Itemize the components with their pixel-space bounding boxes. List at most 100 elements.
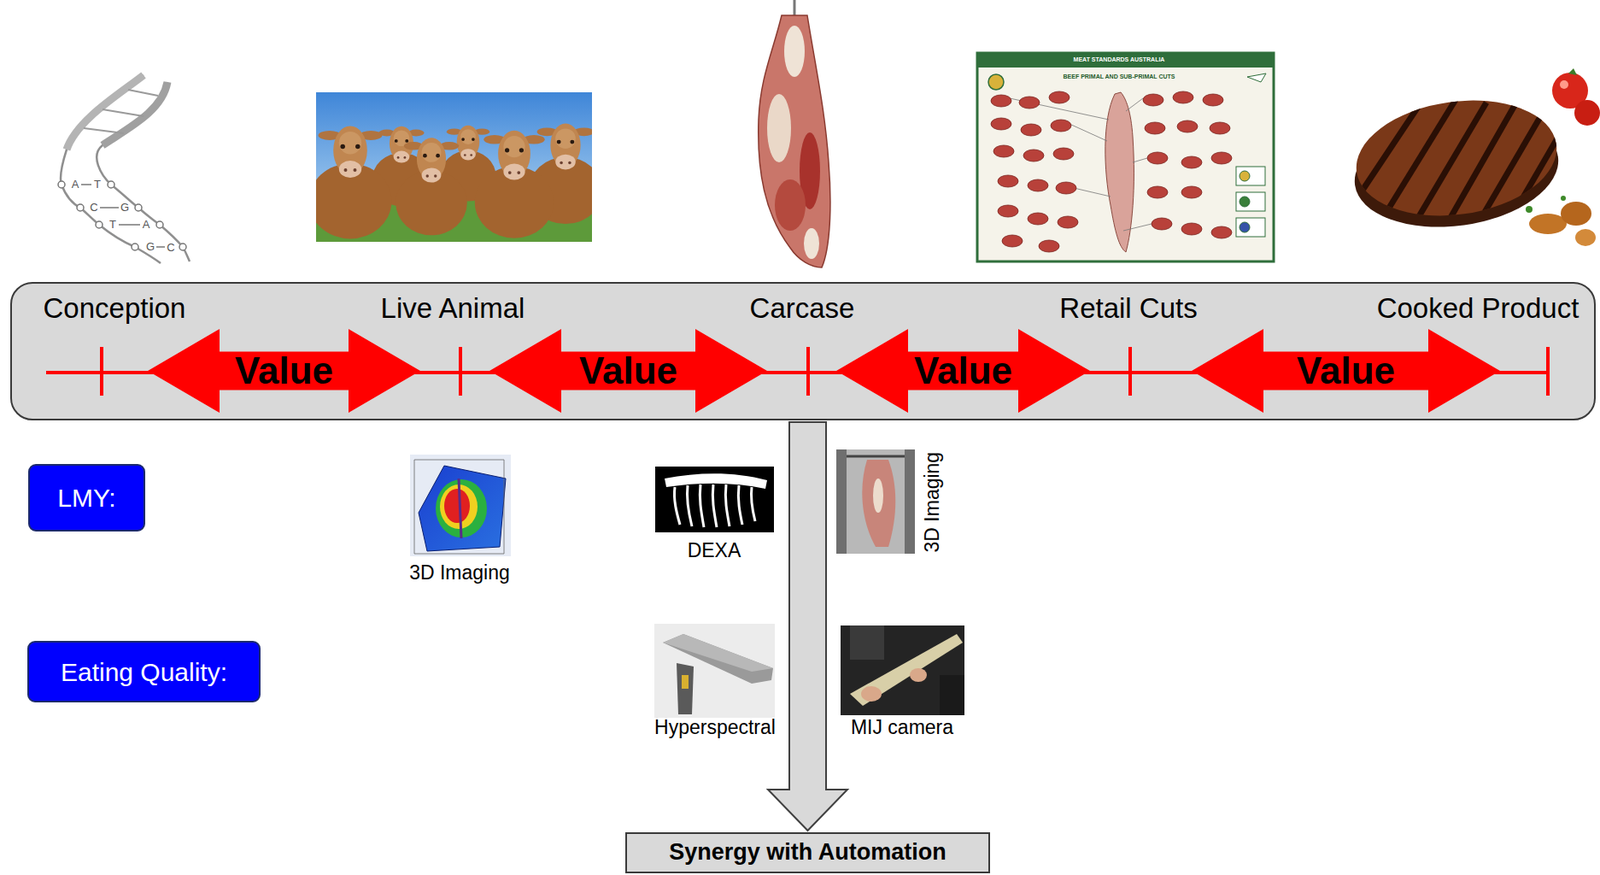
beef-cuts-poster (1019, 96, 1040, 109)
dna-drawing (95, 221, 103, 229)
beef-cuts-poster (1049, 91, 1070, 104)
base-letter: A (71, 178, 80, 191)
value-text: Value (579, 351, 678, 390)
dna-drawing (131, 243, 139, 251)
3d-imaging-photo (836, 449, 915, 554)
beef-cuts-poster (1038, 240, 1060, 253)
category-box: Eating Quality: (27, 640, 261, 703)
beef-cuts-poster (1177, 120, 1198, 133)
poster-text: MEAT STANDARDS AUSTRALIA (1073, 56, 1166, 64)
3d-imaging-photo (904, 449, 915, 554)
beef-cuts-poster (1125, 98, 1143, 112)
base-letter: G (146, 240, 155, 253)
beef-cuts-poster (1236, 166, 1266, 237)
timeline-tick (1128, 346, 1132, 396)
beef-cuts-poster (1050, 119, 1072, 132)
dexa-image (673, 484, 756, 528)
image-caption: MIJ camera (850, 716, 954, 739)
beef-cuts-poster (988, 74, 1004, 90)
beef-cuts-poster (1181, 222, 1202, 235)
beef-cuts-poster (1181, 186, 1202, 199)
stage-label: Cooked Product (1377, 292, 1580, 325)
dna-drawing (76, 204, 84, 211)
value-text: Value (1296, 351, 1395, 390)
cooked-steak-photo (1358, 93, 1427, 197)
dexa-image (699, 484, 704, 528)
beef-cuts-poster (997, 175, 1019, 188)
carcase-picture (758, 15, 831, 268)
dexa-image (738, 485, 743, 525)
beef-cuts-poster (1147, 186, 1168, 199)
stage-label: Live Animal (380, 292, 526, 325)
hyperspectral-device (654, 623, 775, 718)
cattle-photo (316, 92, 592, 242)
dexa-image (655, 466, 774, 533)
beef-cuts-poster (990, 94, 1012, 107)
3d-imaging-photo (846, 455, 905, 458)
cooked-steak-photo (1507, 128, 1564, 224)
timeline-tick (458, 346, 463, 396)
mij-camera-photo (861, 685, 882, 702)
stage-label: Carcase (750, 292, 856, 325)
carcase-picture (803, 228, 820, 259)
value-text: Value (914, 351, 1013, 390)
beef-cuts-poster (1073, 187, 1111, 197)
3d-heatmap-image (418, 465, 506, 551)
cooked-steak-photo (1347, 68, 1600, 247)
beef-cuts-poster (1239, 196, 1250, 207)
beef-cuts-poster (1209, 122, 1231, 135)
timeline-tick (1546, 346, 1550, 396)
beef-cuts-poster (1053, 147, 1074, 160)
dexa-image (750, 486, 756, 522)
dna-drawing (179, 243, 187, 251)
beef-cuts-poster (993, 145, 1014, 158)
image-caption: Hyperspectral (654, 716, 776, 739)
cattle-photo (395, 137, 468, 235)
cooked-steak-photo (1575, 228, 1596, 247)
dna-drawing (66, 75, 144, 150)
value-arrow-shape (1191, 328, 1501, 413)
dna-drawing (96, 82, 190, 262)
value-arrow-shape (147, 328, 421, 413)
dexa-image (664, 473, 768, 489)
beef-cuts-poster (990, 91, 1232, 253)
beef-cuts-poster (1147, 152, 1168, 165)
base-letter: T (93, 178, 101, 191)
dna-drawing (118, 223, 141, 226)
stage-label: Conception (43, 292, 187, 325)
mij-camera-photo (840, 625, 965, 716)
rotated-caption: 3D Imaging (921, 451, 944, 553)
cooked-steak-photo (1559, 80, 1569, 89)
cooked-steak-photo (1525, 205, 1533, 213)
image-caption: 3D Imaging (409, 562, 510, 584)
cooked-steak-photo (1447, 102, 1517, 223)
beef-cuts-poster (1236, 166, 1266, 186)
base-letter: G (120, 201, 129, 214)
beef-cuts-poster (1142, 93, 1164, 106)
beef-cuts-poster (1023, 149, 1044, 162)
carcase-picture (767, 93, 792, 163)
cooked-steak-photo (1418, 102, 1487, 218)
3d-imaging-photo (873, 478, 884, 513)
category-box: LMY: (28, 463, 146, 532)
beef-cuts-poster (1002, 234, 1023, 247)
outcome-box: Synergy with Automation (625, 832, 991, 874)
base-letter: T (109, 218, 117, 231)
cooked-steak-photo (1560, 201, 1592, 226)
beef-cuts-poster (1069, 123, 1108, 141)
dna-drawing (58, 75, 190, 264)
value-arrow-shape (836, 328, 1091, 413)
beef-cuts-poster (1239, 222, 1250, 233)
dexa-image (655, 466, 774, 533)
poster-text: BEEF PRIMAL AND SUB-PRIMAL CUTS (1063, 73, 1176, 81)
box-label: LMY: (57, 483, 116, 512)
dna-drawing (156, 221, 164, 229)
beef-cuts-poster (1020, 123, 1042, 136)
beef-cuts-poster (1151, 217, 1173, 230)
dna-drawing (156, 246, 165, 248)
mij-camera-photo (939, 674, 965, 716)
dna-drawing (58, 181, 65, 188)
cooked-steak-photo (1568, 68, 1577, 76)
hyperspectral-device (676, 662, 694, 715)
dna-drawing (99, 206, 119, 209)
